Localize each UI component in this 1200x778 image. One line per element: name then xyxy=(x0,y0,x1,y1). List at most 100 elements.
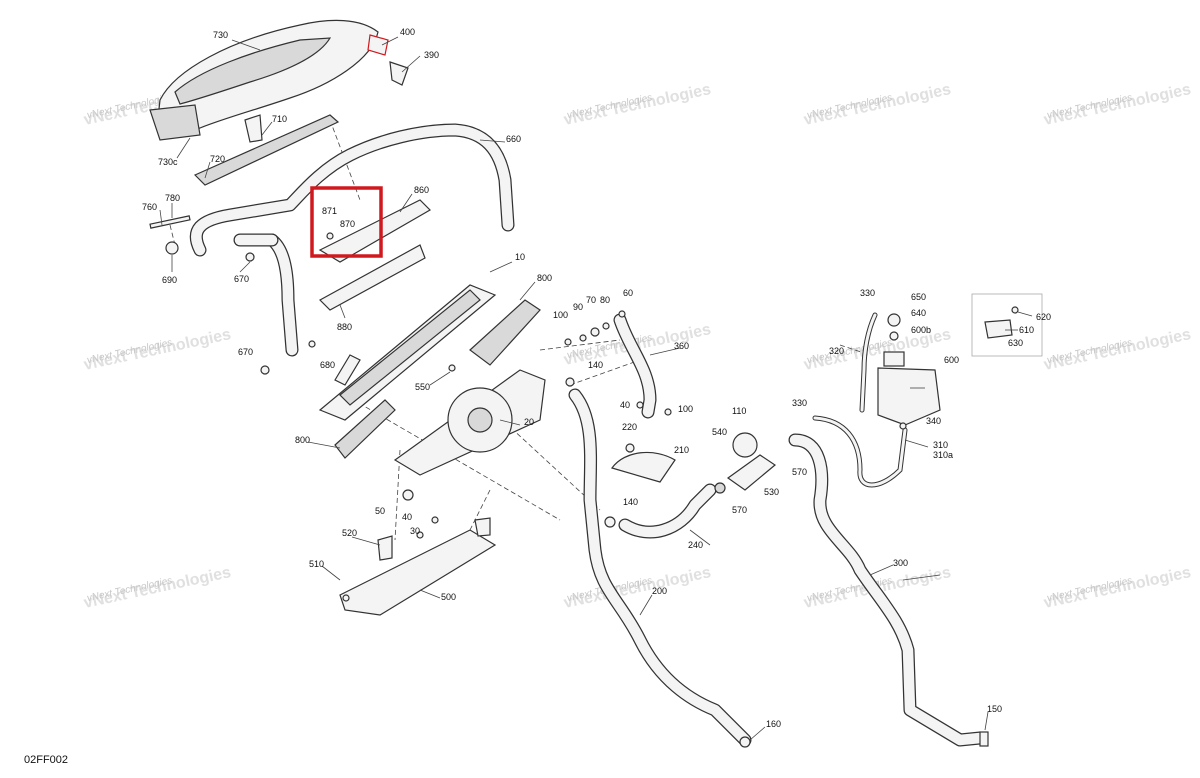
bottom-support-500 xyxy=(339,529,497,616)
callout-780: 780 xyxy=(165,193,180,203)
rollbar-outer xyxy=(189,123,515,257)
callout-500: 500 xyxy=(441,592,456,602)
bolt-680 xyxy=(308,340,316,348)
clamp-140 xyxy=(604,516,616,528)
callout-600b: 600b xyxy=(911,325,931,335)
hose-200-inner xyxy=(569,389,751,746)
bushing-690 xyxy=(165,241,179,255)
nut-80 xyxy=(602,322,610,330)
grommet-50 xyxy=(402,489,414,501)
callout-570-lower: 570 xyxy=(732,505,747,515)
callout-160: 160 xyxy=(766,719,781,729)
callout-310a: 310a xyxy=(933,450,953,460)
bolt-670-upper xyxy=(245,252,255,262)
bracket-390 xyxy=(389,61,409,86)
callout-320: 320 xyxy=(829,346,844,356)
nut-60-lower xyxy=(636,401,644,409)
clip xyxy=(244,114,263,143)
radiator-fins xyxy=(339,289,481,406)
bolt-60 xyxy=(618,310,626,318)
cap-110 xyxy=(732,432,758,458)
washer-90 xyxy=(579,334,587,342)
assembly-line xyxy=(394,449,401,541)
callout-10: 10 xyxy=(515,252,525,262)
reservoir-neck xyxy=(883,351,905,367)
callout-330-lower: 330 xyxy=(792,398,807,408)
clip-220 xyxy=(625,443,635,453)
callout-720: 720 xyxy=(210,154,225,164)
fan-hub xyxy=(467,407,493,433)
screw-40 xyxy=(431,516,439,524)
callout-660: 660 xyxy=(506,134,521,144)
hose-300-inner xyxy=(789,434,986,746)
callout-200: 200 xyxy=(652,586,667,596)
callout-50: 50 xyxy=(375,506,385,516)
radiator-10 xyxy=(318,284,497,421)
callout-520: 520 xyxy=(342,528,357,538)
spring-520 xyxy=(377,535,393,561)
bolt-670 xyxy=(260,365,270,375)
callout-20: 20 xyxy=(524,417,534,427)
callout-540: 540 xyxy=(712,427,727,437)
highlight-box-870-871 xyxy=(310,186,383,258)
cap-640 xyxy=(887,313,901,327)
reservoir-600 xyxy=(877,293,1043,426)
seal-600b xyxy=(889,331,899,341)
fitting-150 xyxy=(979,731,989,747)
callout-870: 870 xyxy=(340,219,355,229)
hardware xyxy=(149,215,1019,748)
drawing-code: 02FF002 xyxy=(24,754,68,766)
callout-730c: 730c xyxy=(158,157,178,167)
hose-360-inner xyxy=(614,314,656,418)
cover-210 xyxy=(611,451,676,483)
callout-240: 240 xyxy=(688,540,703,550)
clamp-140-upper xyxy=(565,377,575,387)
callout-140: 140 xyxy=(588,360,603,370)
support-bracket-860 xyxy=(318,199,431,263)
callout-100-lower: 100 xyxy=(678,404,693,414)
callout-310: 310 xyxy=(933,440,948,450)
callout-620: 620 xyxy=(1036,312,1051,322)
callout-730: 730 xyxy=(213,30,228,40)
callout-800-lower: 800 xyxy=(295,435,310,445)
grille-mesh xyxy=(149,104,201,141)
callout-360: 360 xyxy=(674,341,689,351)
bolt-780 xyxy=(149,215,191,229)
callout-800: 800 xyxy=(537,273,552,283)
callout-90: 90 xyxy=(573,302,583,312)
callout-650: 650 xyxy=(911,292,926,302)
assembly-line xyxy=(539,339,621,351)
callout-680: 680 xyxy=(320,360,335,370)
callout-880: 880 xyxy=(337,322,352,332)
vent-hose-320-inner xyxy=(860,313,877,412)
callout-110: 110 xyxy=(732,406,746,416)
seal-710 xyxy=(193,114,340,186)
callout-210: 210 xyxy=(674,445,689,455)
reservoir-tank xyxy=(877,367,941,426)
bolt-100-lower xyxy=(664,408,672,416)
callout-670-lower: 670 xyxy=(238,347,253,357)
callout-640: 640 xyxy=(911,308,926,318)
callout-871: 871 xyxy=(322,206,337,216)
callout-630: 630 xyxy=(1008,338,1023,348)
callout-150: 150 xyxy=(987,704,1002,714)
screw-870 xyxy=(326,232,334,240)
callout-710: 710 xyxy=(272,114,287,124)
foam-pad-800-lower xyxy=(334,399,396,459)
nut-100 xyxy=(564,338,572,346)
callout-760: 760 xyxy=(142,202,157,212)
assembly-line xyxy=(569,359,641,386)
bracket-880 xyxy=(319,244,426,311)
assembly-line xyxy=(169,224,176,246)
callout-510: 510 xyxy=(309,559,324,569)
callout-570: 570 xyxy=(792,467,807,477)
screw-620 xyxy=(1011,306,1019,314)
clamp-570 xyxy=(714,482,726,494)
washer-70 xyxy=(590,327,600,337)
clip-340 xyxy=(899,422,907,430)
callout-labels: 730 400 390 710 660 730c 720 780 760 860… xyxy=(142,27,1051,729)
callout-300: 300 xyxy=(893,558,908,568)
top-cover-recess xyxy=(174,37,332,105)
callout-40: 40 xyxy=(402,512,412,522)
